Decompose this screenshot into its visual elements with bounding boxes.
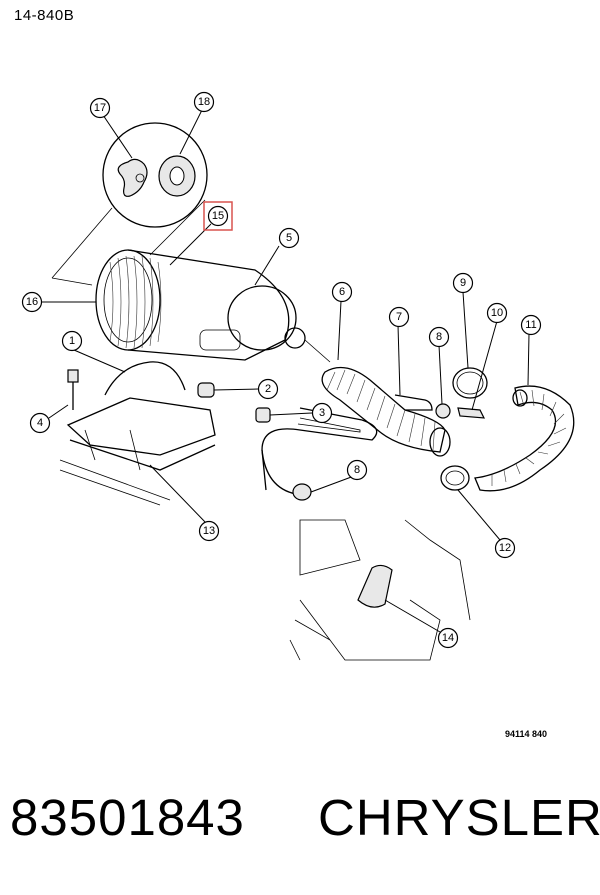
- brand-name: CHRYSLER: [318, 789, 600, 846]
- wing-nut-part: [117, 158, 148, 197]
- svg-text:7: 7: [396, 311, 402, 323]
- svg-text:8: 8: [354, 464, 360, 476]
- gasket-12: [440, 465, 470, 491]
- part-number: 83501843: [10, 789, 245, 846]
- engine-outline: [289, 519, 471, 661]
- callout-16: 16: [21, 291, 43, 313]
- svg-text:6: 6: [339, 286, 345, 298]
- hose-clamp-9: [452, 367, 488, 399]
- callout-8-lower: 8: [346, 459, 368, 481]
- callout-9: 9: [452, 272, 474, 294]
- svg-text:3: 3: [319, 407, 325, 419]
- leader-lines: [40, 109, 530, 633]
- hose-7: [394, 394, 433, 411]
- svg-text:9: 9: [460, 277, 466, 289]
- bolt-4: [67, 369, 79, 410]
- callout-14: 14: [437, 627, 459, 649]
- fitting-3: [255, 407, 271, 423]
- callout-2: 2: [257, 378, 279, 400]
- svg-text:15: 15: [212, 210, 224, 222]
- highlight-box: [203, 201, 233, 231]
- intake-duct: [321, 366, 451, 457]
- connector-10: [457, 407, 486, 419]
- callout-6: 6: [331, 281, 353, 303]
- grommet-2: [197, 382, 215, 398]
- washer-part: [158, 155, 196, 197]
- svg-text:11: 11: [525, 319, 536, 331]
- detail-inset: [51, 122, 208, 286]
- intake-hose-11: [474, 385, 575, 492]
- svg-text:13: 13: [203, 525, 215, 537]
- mounting-bracket: [59, 361, 216, 506]
- clamp-8-lower: [292, 483, 312, 501]
- callout-15: 15: [203, 201, 233, 231]
- svg-text:12: 12: [499, 542, 511, 554]
- air-filter-element: [109, 255, 162, 349]
- callout-4: 4: [29, 412, 51, 434]
- svg-text:16: 16: [26, 296, 38, 308]
- clamp-8-upper: [435, 403, 451, 419]
- svg-text:8: 8: [436, 331, 442, 343]
- callout-11: 11: [520, 314, 542, 336]
- svg-text:5: 5: [286, 232, 292, 244]
- svg-text:18: 18: [198, 96, 210, 108]
- callout-3: 3: [311, 402, 333, 424]
- callout-12: 12: [494, 537, 516, 559]
- air-cleaner-housing: [95, 249, 331, 363]
- callout-7: 7: [388, 306, 410, 328]
- callout-17: 17: [89, 97, 111, 119]
- drawing-id: 94114 840: [505, 729, 548, 739]
- callout-13: 13: [198, 520, 220, 542]
- svg-text:10: 10: [491, 307, 503, 319]
- callout-18: 18: [193, 91, 215, 113]
- callout-8-upper: 8: [428, 326, 450, 348]
- svg-text:2: 2: [265, 383, 271, 395]
- callout-5: 5: [278, 227, 300, 249]
- callout-1: 1: [61, 330, 83, 352]
- outlet-duct-14: [357, 564, 393, 608]
- svg-text:17: 17: [94, 102, 106, 114]
- svg-text:4: 4: [37, 417, 43, 429]
- svg-text:1: 1: [69, 335, 75, 347]
- page-code: 14-840B: [14, 7, 75, 24]
- svg-text:14: 14: [442, 632, 454, 644]
- callout-10: 10: [486, 302, 508, 324]
